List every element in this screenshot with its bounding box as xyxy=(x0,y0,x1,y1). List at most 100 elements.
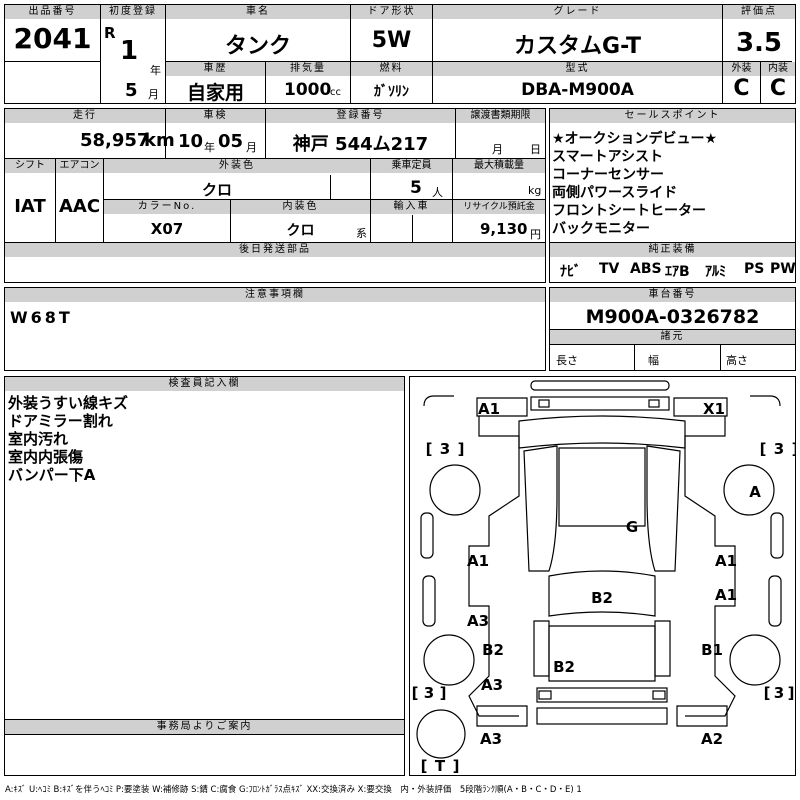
height-label: 高さ xyxy=(726,354,748,367)
inspector-note: バンパー下A xyxy=(8,466,96,484)
door-type: 5W xyxy=(371,28,412,53)
sales-item: スマートアシスト xyxy=(552,149,664,165)
tire-front-right: 3 xyxy=(774,440,784,458)
import-label: 輸入車 xyxy=(371,200,452,214)
damage-front-right: X1 xyxy=(703,400,725,418)
tire-rear-left-bracket: [ xyxy=(412,684,419,702)
load-label: 最大積載量 xyxy=(453,159,545,173)
year-unit: 年 xyxy=(150,64,161,77)
inspection-label: 車検 xyxy=(166,109,265,123)
color-no-label: カラーNo. xyxy=(104,200,230,214)
displacement: 1000 xyxy=(284,80,332,100)
color-no: X07 xyxy=(150,220,184,238)
damage-diagram xyxy=(409,376,796,776)
load-unit: kg xyxy=(528,184,542,197)
tire-front-right-bracket: [ xyxy=(760,440,767,458)
mileage-label: 走行 xyxy=(5,109,165,123)
damage-rear-left: A3 xyxy=(480,730,502,748)
door-label: ドア形状 xyxy=(351,5,432,19)
width-label: 幅 xyxy=(648,354,659,367)
model-label: 型式 xyxy=(433,62,722,76)
later-parts-label: 後日発送部品 xyxy=(5,243,545,257)
shift: IAT xyxy=(14,196,46,217)
equipment-item: TV xyxy=(599,261,620,277)
sales-item: バックモニター xyxy=(552,221,650,237)
inspector-label: 検査員記入欄 xyxy=(5,377,404,391)
ext-color-label: 外装色 xyxy=(104,159,370,173)
era: R xyxy=(104,24,116,42)
equipment-item: ｴｱB xyxy=(665,264,690,280)
insp-month-unit: 月 xyxy=(246,141,257,154)
reg-month: 5 xyxy=(125,80,138,101)
length-label: 長さ xyxy=(556,354,578,367)
reg-label: 登録番号 xyxy=(266,109,455,123)
damage-rear: B2 xyxy=(553,658,575,676)
notes-label: 注意事項欄 xyxy=(5,288,545,302)
ac-label: エアコン xyxy=(56,159,103,173)
transfer-day: 日 xyxy=(530,143,541,156)
model-code: DBA-M900A xyxy=(521,80,634,100)
spare-bracket: ] xyxy=(453,757,460,775)
int-color: クロ xyxy=(286,223,315,239)
damage-roof: B2 xyxy=(591,589,613,607)
lot-label: 出品番号 xyxy=(5,5,100,19)
history-label: 車歴 xyxy=(166,62,265,76)
tire-rear-left-bracket: ] xyxy=(440,684,447,702)
recycle-fee: 9,130 xyxy=(480,220,528,238)
exterior-grade: C xyxy=(733,76,750,101)
ac: AAC xyxy=(58,196,101,217)
int-color-unit: 系 xyxy=(356,227,367,240)
damage-door-fl: A1 xyxy=(467,552,489,570)
int-color-label: 内装色 xyxy=(231,200,370,214)
car-diagram-svg: A1 X1 [ 3 ] [ 3 ] A G A1 A1 A1 B2 A3 B2 … xyxy=(412,380,796,775)
tire-rear-left: 3 xyxy=(424,684,434,702)
car-name: タンク xyxy=(224,34,291,59)
car-history: 自家用 xyxy=(186,82,244,104)
capacity-label: 乗車定員 xyxy=(371,159,452,173)
damage-door-rl: A3 xyxy=(467,612,489,630)
chassis-number: M900A-0326782 xyxy=(585,306,760,328)
tire-rear-right: 3 xyxy=(774,684,784,702)
insp-year: 10 xyxy=(178,131,204,152)
sales-item: ★オークションデビュー★ xyxy=(552,131,718,147)
equipment-item: PS xyxy=(744,261,765,277)
insp-year-unit: 年 xyxy=(204,141,215,154)
fuel: ｶﾞｿﾘﾝ xyxy=(374,84,409,100)
equipment-item: PW xyxy=(770,261,796,277)
damage-fender-rl: B2 xyxy=(482,641,504,659)
dims-label: 諸元 xyxy=(550,330,795,344)
chassis-label: 車台番号 xyxy=(550,288,795,302)
equipment-item: ABS xyxy=(630,261,662,277)
reg-number: 神戸 544ム217 xyxy=(292,134,429,155)
equipment-item: ﾅﾋﾞ xyxy=(560,264,581,280)
spare-tire: T xyxy=(435,757,446,775)
tire-front-right-bracket: ] xyxy=(792,440,796,458)
reg-year: 1 xyxy=(120,36,139,66)
inspector-note: 室内汚れ xyxy=(8,430,69,448)
month-unit: 月 xyxy=(148,88,159,101)
damage-door-fr2: A1 xyxy=(715,586,737,604)
tire-front-left-bracket: ] xyxy=(458,440,465,458)
name-label: 車名 xyxy=(166,5,350,19)
displacement-label: 排気量 xyxy=(266,62,350,76)
sales-label: セールスポイント xyxy=(550,109,795,123)
damage-rear-right: A2 xyxy=(701,730,723,748)
interior-grade: C xyxy=(769,76,787,101)
grade: カスタムG-T xyxy=(514,34,641,59)
transfer-month: 月 xyxy=(492,143,503,156)
damage-door-fr: A1 xyxy=(715,552,737,570)
recycle-unit: 円 xyxy=(530,228,541,241)
transfer-label: 譲渡書類期限 xyxy=(456,109,545,123)
tire-rear-right-bracket: ] xyxy=(788,684,795,702)
capacity-unit: 人 xyxy=(432,186,443,199)
damage-wheel-fr: A xyxy=(749,483,761,501)
shift-label: シフト xyxy=(5,159,55,173)
recycle-label: リサイクル預託金 xyxy=(453,200,545,214)
sales-item: フロントシートヒーター xyxy=(552,203,706,219)
damage-quarter-rl: A3 xyxy=(481,676,503,694)
damage-windshield: G xyxy=(626,518,638,536)
inspector-note: 外装うすい線キズ xyxy=(8,394,129,412)
tire-rear-right-bracket: [ xyxy=(764,684,771,702)
fuel-label: 燃料 xyxy=(351,62,432,76)
interior-label: 内装 xyxy=(761,62,795,76)
